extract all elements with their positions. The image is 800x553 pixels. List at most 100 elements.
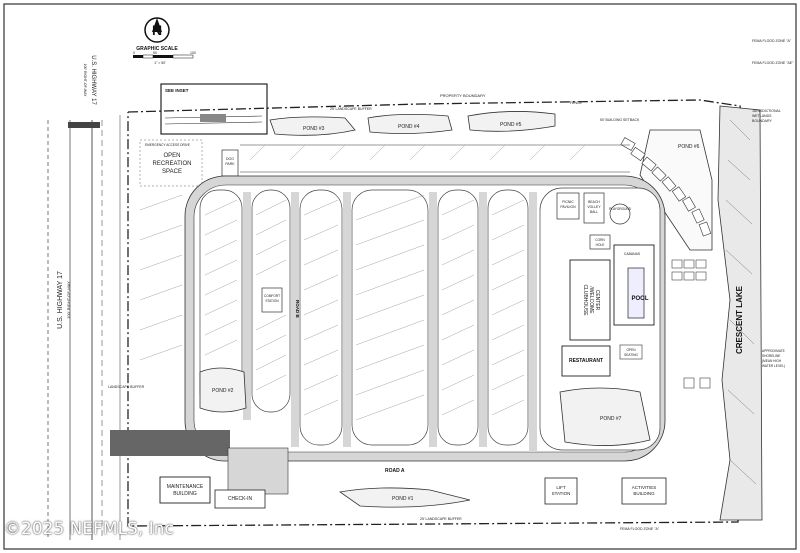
wetlands-line2: WETLANDS (752, 114, 772, 118)
island-roads (243, 192, 537, 452)
open-recreation-line1: OPEN (163, 153, 180, 159)
playground-label: PLAYGROUND (609, 207, 632, 211)
shoreline-line2: SHORELINE (762, 354, 780, 358)
volleyball-line3: BALL (590, 210, 598, 214)
highway-row-upper: 100' RIGHT-OF-WAY (83, 64, 87, 98)
pond-7-outline (559, 387, 651, 446)
scale-bar (133, 54, 194, 59)
check-in-label: CHECK-IN (228, 496, 253, 502)
north-letter: N (152, 22, 162, 38)
inset-utility-lines (164, 114, 263, 125)
cabanas-label: CABANAS (624, 252, 641, 256)
scale-tick-0: 0 (133, 51, 135, 55)
rv-sites-right (671, 259, 711, 389)
activities-line2: BUILDING (633, 491, 655, 496)
pond-2-outline (199, 367, 247, 413)
pond-1-outline (338, 487, 471, 508)
flood-zone-bottom: FEMA FLOOD ZONE "A" (620, 527, 660, 531)
flood-zone-top: FEMA FLOOD ZONE "A" (752, 39, 792, 43)
maintenance-line1: MAINTENANCE (167, 484, 204, 490)
pond-5-label: POND #5 (500, 122, 522, 128)
buffer-bottom-label: 25' LANDSCAPE BUFFER (420, 517, 462, 521)
shoreline-line4: WATER LEVEL) (762, 364, 785, 368)
open-seating-box (619, 344, 643, 360)
clubhouse-building (569, 259, 611, 341)
dog-park-line2: PARK (225, 162, 235, 166)
road-a-label: ROAD A (385, 468, 405, 474)
see-inset-label: SEE INSET (165, 88, 189, 93)
property-boundary-label: PROPERTY BOUNDARY (440, 93, 486, 98)
shoreline-line3: (MEAN HIGH (762, 359, 782, 363)
wetlands-line1: JURISDICTIONAL (752, 109, 781, 113)
buffer-top-label: 25' LANDSCAPE BUFFER (330, 107, 372, 111)
comfort-station-line1: COMFORT (264, 294, 280, 298)
corn-hole-line2: HOLE (596, 243, 605, 247)
wetlands-line3: BOUNDARY (752, 119, 772, 123)
rv-sites-curve (620, 137, 712, 237)
open-recreation-line2: RECREATION (153, 161, 192, 167)
scale-ratio: 1" = 50' (154, 61, 166, 65)
corn-hole-line1: CORN (595, 238, 605, 242)
picnic-line2: PAVILION (560, 205, 576, 209)
clubhouse-line3: CENTER (594, 290, 600, 311)
highway-name-lower: U.S. HIGHWAY 17 (57, 271, 64, 329)
lift-station-line1: LIFT (556, 485, 566, 490)
property-boundary-line (127, 99, 749, 527)
pond-6-label: POND #6 (678, 144, 700, 150)
activities-line1: ACTIVITIES (632, 485, 657, 490)
pond-2-label: POND #2 (212, 388, 234, 394)
comfort-station-line2: STATION (265, 299, 279, 303)
clubhouse-line2: /WELCOME (588, 286, 594, 314)
clubhouse-line1: CLUBHOUSE (582, 284, 588, 316)
activities-building (621, 477, 667, 505)
flood-zone-top2: FEMA FLOOD ZONE "AE" (752, 61, 794, 65)
landscape-buffer-left: LANDSCAPE BUFFER (108, 385, 145, 389)
see-inset-box (160, 83, 268, 135)
watermark: ©2025 NEFMLS, Inc (4, 519, 174, 539)
highway-crossing (68, 122, 100, 128)
picnic-line1: PICNIC (562, 200, 574, 204)
pond-7-label: POND #7 (600, 416, 622, 422)
restaurant-building (561, 345, 611, 377)
pond-3-label: POND #3 (303, 126, 325, 132)
pond-1-label: POND #1 (392, 496, 414, 502)
entrance-road (110, 430, 230, 456)
open-recreation-area (139, 139, 203, 187)
pool-basin (627, 267, 645, 319)
open-recreation-line3: SPACE (162, 169, 182, 175)
volleyball-line2: VOLLEY (587, 205, 601, 209)
sheet-border (3, 3, 797, 550)
emergency-access-label: EMERGENCY ACCESS DRIVE (145, 143, 190, 147)
highway-name-upper: U.S. HIGHWAY 17 (90, 55, 96, 105)
playground-circle (609, 203, 631, 225)
wetland-hatch (725, 119, 757, 485)
comfort-station-box (261, 287, 283, 313)
north-arrow-icon (144, 17, 170, 43)
setback-label: 50' BUILDING SETBACK (600, 118, 640, 122)
pond-4-label: POND #4 (398, 124, 420, 130)
volleyball-box (583, 192, 605, 224)
picnic-pavilion-box (556, 192, 580, 220)
volleyball-line1: BEACH (588, 200, 600, 204)
scale-title: GRAPHIC SCALE (136, 46, 178, 52)
rv-site-hatching (139, 144, 586, 421)
dog-park-line1: DOG (226, 157, 234, 161)
pool-label: POOL (631, 296, 648, 302)
highway-strip (47, 115, 121, 540)
lake-label: CRESCENT LAKE (735, 285, 744, 354)
restaurant-label: RESTAURANT (569, 358, 603, 364)
open-seating-line2: SEATING (624, 353, 638, 357)
scale-tick-100: 100 (190, 51, 196, 55)
scale-tick-50: 50 (153, 51, 157, 55)
top-ponds (269, 111, 556, 136)
lift-station-building (544, 477, 578, 505)
check-in-building (214, 489, 266, 509)
highway-row-lower: 100' RIGHT-OF-WAY (66, 281, 71, 319)
fence-label: FENCE (570, 101, 583, 105)
lift-station-line2: STATION (552, 491, 571, 496)
maintenance-line2: BUILDING (173, 491, 197, 497)
open-seating-line1: OPEN (626, 348, 636, 352)
corn-hole-box (589, 234, 611, 250)
maintenance-building (159, 476, 211, 504)
